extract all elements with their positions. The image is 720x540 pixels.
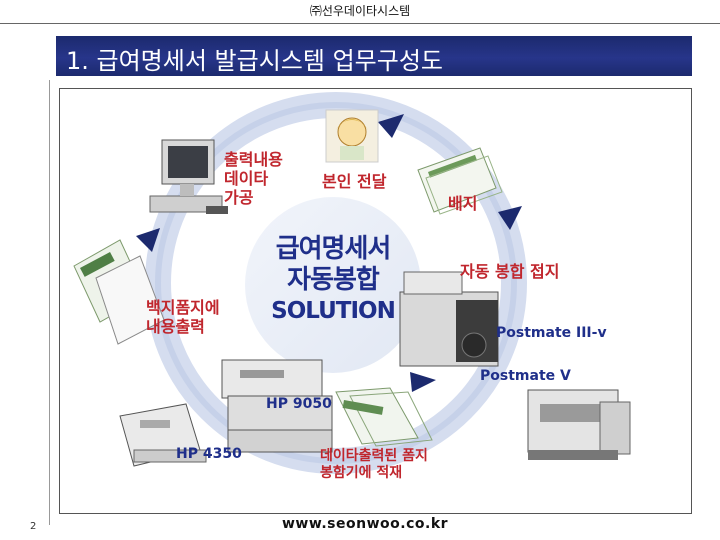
label-blank-form-print: 백지폼지에 내용출력 [146,298,220,336]
center-line-3: SOLUTION [266,296,400,327]
label-hp4350: HP 4350 [176,446,242,462]
label-distribution: 배지 [448,194,477,213]
center-solution-label: 급여명세서 자동봉합 SOLUTION [266,234,400,327]
label-data-processing-line-2: 데이타 [224,169,283,188]
footer-url: www.seonwoo.co.kr [250,516,480,532]
label-data-processing-line-3: 가공 [224,188,283,207]
label-hp9050: HP 9050 [266,396,332,412]
label-auto-sealing: 자동 봉합 접지 [460,262,559,281]
person-icon [326,110,378,162]
label-blank-form-print-line-2: 내용출력 [146,317,220,336]
postmate-v-icon [528,390,630,460]
arrow-bottom-icon [410,372,436,392]
center-line-1: 급여명세서 [266,234,400,265]
label-postmate-3v: Postmate III-v [496,325,607,341]
label-data-printed-form-line-2: 봉함기에 적재 [320,465,428,482]
center-line-2: 자동봉합 [266,265,400,296]
postmate-3v-icon [400,272,498,366]
printed-form-icon [336,388,432,446]
label-postmate-v: Postmate V [480,368,571,384]
label-blank-form-print-line-1: 백지폼지에 [146,298,220,317]
page-number: 2 [30,521,36,532]
label-data-processing: 출력내용 데이타 가공 [224,150,283,207]
label-data-processing-line-1: 출력내용 [224,150,283,169]
label-data-printed-form: 데이타출력된 폼지 봉함기에 적재 [320,448,428,482]
label-personal-delivery: 본인 전달 [322,172,386,191]
label-data-printed-form-line-1: 데이타출력된 폼지 [320,448,428,465]
